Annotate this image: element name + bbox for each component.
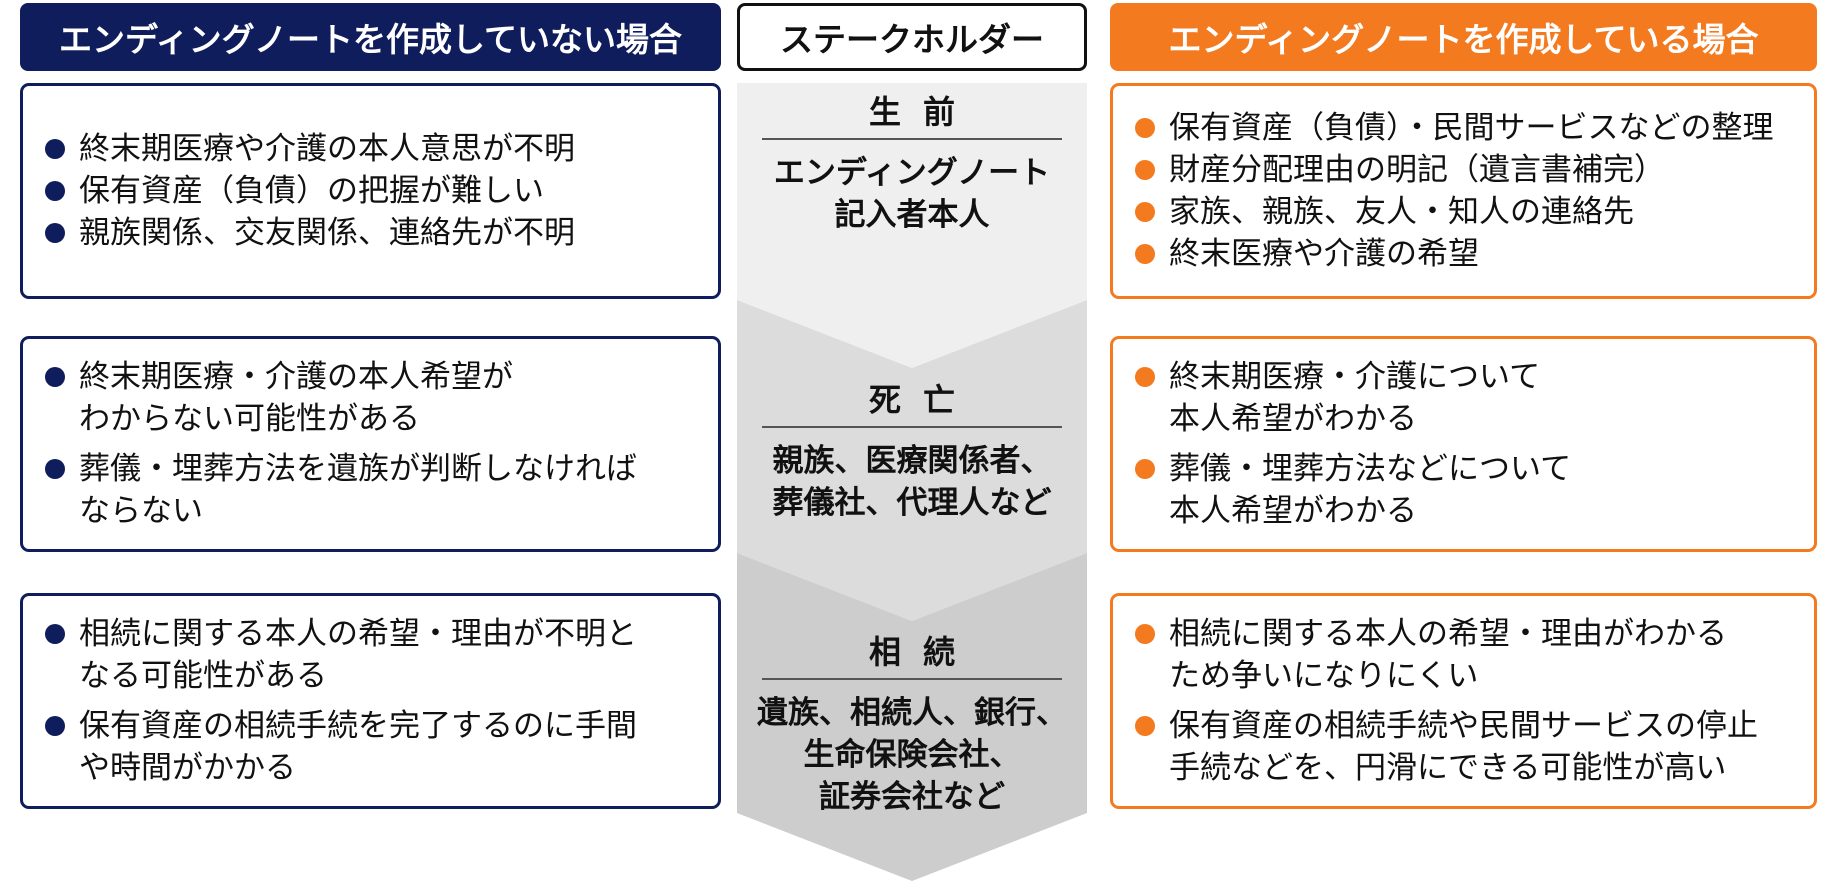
stage-label: 生前	[868, 93, 977, 131]
bullet-icon	[1135, 459, 1155, 479]
list-item: 保有資産の相続手続や民間サービスの停止 手続などを、円滑にできる可能性が高い	[1135, 705, 1794, 789]
stage-arrow	[737, 83, 1087, 881]
bullet-icon	[45, 459, 65, 479]
header-without-note: エンディングノートを作成していない場合	[20, 3, 721, 71]
with-note-death-box: 終末期医療・介護について 本人希望がわかる 葬儀・埋葬方法などについて 本人希望…	[1110, 336, 1817, 552]
stage-pre-death: 生前 エンディングノート 記入者本人	[737, 92, 1087, 236]
bullet-icon	[1135, 716, 1155, 736]
list-item: 終末医療や介護の希望	[1135, 233, 1794, 275]
bullet-icon	[1135, 118, 1155, 138]
stage-stakeholders: エンディングノート 記入者本人	[773, 155, 1051, 233]
bullet-icon	[1135, 244, 1155, 264]
bullet-icon	[45, 716, 65, 736]
with-note-inheritance-box: 相続に関する本人の希望・理由がわかる ため争いになりにくい 保有資産の相続手続や…	[1110, 593, 1817, 809]
list-item: 終末期医療・介護について 本人希望がわかる	[1135, 356, 1794, 440]
list-item: 財産分配理由の明記（遺言書補完）	[1135, 149, 1794, 191]
arrow-segment-death	[737, 300, 1087, 621]
bullet-icon	[1135, 367, 1155, 387]
bullet-icon	[45, 367, 65, 387]
bullet-icon	[45, 223, 65, 243]
bullet-icon	[45, 624, 65, 644]
bullet-icon	[45, 139, 65, 159]
header-with-note: エンディングノートを作成している場合	[1110, 3, 1817, 71]
list-item: 保有資産（負債）の把握が難しい	[45, 170, 698, 212]
list-item: 終末期医療や介護の本人意思が不明	[45, 128, 698, 170]
list-item: 保有資産（負債）・民間サービスなどの整理	[1135, 107, 1794, 149]
without-note-death-box: 終末期医療・介護の本人希望が わからない可能性がある 葬儀・埋葬方法を遺族が判断…	[20, 336, 721, 552]
list-item: 葬儀・埋葬方法を遺族が判断しなければ ならない	[45, 448, 698, 532]
list-item: 相続に関する本人の希望・理由が不明と なる可能性がある	[45, 613, 698, 697]
bullet-icon	[1135, 202, 1155, 222]
list-item: 家族、親族、友人・知人の連絡先	[1135, 191, 1794, 233]
bullet-icon	[1135, 160, 1155, 180]
stage-death: 死亡 親族、医療関係者、 葬儀社、代理人など	[737, 380, 1087, 524]
without-note-pre-death-box: 終末期医療や介護の本人意思が不明 保有資産（負債）の把握が難しい 親族関係、交友…	[20, 83, 721, 299]
list-item: 相続に関する本人の希望・理由がわかる ため争いになりにくい	[1135, 613, 1794, 697]
stage-divider	[762, 426, 1062, 428]
stage-label: 相続	[868, 633, 977, 671]
stage-label: 死亡	[868, 381, 977, 419]
list-item: 親族関係、交友関係、連絡先が不明	[45, 212, 698, 254]
without-note-inheritance-box: 相続に関する本人の希望・理由が不明と なる可能性がある 保有資産の相続手続を完了…	[20, 593, 721, 809]
stage-divider	[762, 678, 1062, 680]
arrow-segment-inheritance	[737, 553, 1087, 881]
bullet-icon	[1135, 624, 1155, 644]
bullet-icon	[45, 181, 65, 201]
stage-divider	[762, 138, 1062, 140]
list-item: 葬儀・埋葬方法などについて 本人希望がわかる	[1135, 448, 1794, 532]
stage-stakeholders: 遺族、相続人、銀行、 生命保険会社、 証券会社など	[757, 695, 1067, 815]
stage-inheritance: 相続 遺族、相続人、銀行、 生命保険会社、 証券会社など	[737, 632, 1087, 818]
list-item: 終末期医療・介護の本人希望が わからない可能性がある	[45, 356, 698, 440]
list-item: 保有資産の相続手続を完了するのに手間 や時間がかかる	[45, 705, 698, 789]
stage-stakeholders: 親族、医療関係者、 葬儀社、代理人など	[772, 443, 1052, 521]
with-note-pre-death-box: 保有資産（負債）・民間サービスなどの整理 財産分配理由の明記（遺言書補完） 家族…	[1110, 83, 1817, 299]
arrow-segment-pre-death	[737, 83, 1087, 368]
header-stakeholder: ステークホルダー	[737, 3, 1087, 71]
